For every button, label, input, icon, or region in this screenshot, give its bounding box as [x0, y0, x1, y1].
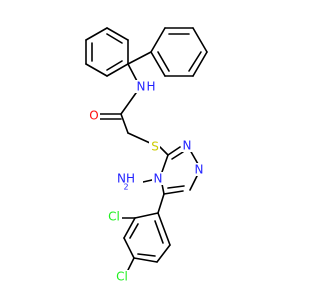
carbonyl-to-ch2-bond [120, 113, 129, 134]
dichlorophenyl-ring [123, 212, 171, 263]
carbonyl-double-bond [99, 113, 122, 120]
n4-to-amino-bond [142, 179, 153, 183]
phenyl-ring-anilide [85, 27, 129, 77]
triazole-to-aryl-bond [157, 193, 165, 214]
carbonyl-o-label: O [89, 109, 98, 123]
s-to-triazole-bond [159, 146, 169, 156]
biphenyl-bond [127, 51, 152, 65]
chloro-para-label: Cl [116, 270, 128, 284]
atom-triazole-n1: N [193, 163, 205, 177]
triazole-n1-label: N [195, 163, 204, 177]
phenyl-ring-top [150, 27, 208, 77]
triazole-n2-label: N [183, 139, 192, 153]
atom-triazole-n2: N [181, 139, 193, 153]
chloro-ortho-label: Cl [108, 210, 120, 224]
triazole-ring [161, 146, 199, 195]
atom-chloro-ortho: Cl [106, 210, 122, 224]
atom-chloro-para: Cl [114, 270, 130, 284]
thioether-s-label: S [151, 140, 159, 154]
amide-n-label: N [137, 80, 146, 94]
amino-subscript-label: 2 [123, 183, 128, 192]
para-cl-bond [126, 257, 135, 273]
amide-h-label: H [146, 80, 155, 94]
amino-nh-label: NH [117, 172, 135, 186]
atom-carbonyl-o: O [88, 109, 100, 123]
atom-amide-h: H [146, 80, 155, 94]
atom-amide-n: N [135, 80, 147, 94]
atom-triazole-n4: N [152, 172, 164, 186]
ch2-to-s-bond [127, 132, 151, 144]
triazole-n4-label: N [154, 172, 163, 186]
nh-to-carbonyl-bond [120, 92, 137, 115]
atom-amino-nh2: NH 2 [113, 172, 143, 192]
molecule-structure-diagram: N H O S N N N NH 2 Cl Cl [85, 27, 208, 284]
atom-thioether-s: S [149, 140, 160, 154]
ring-to-nh-bond [127, 63, 139, 84]
